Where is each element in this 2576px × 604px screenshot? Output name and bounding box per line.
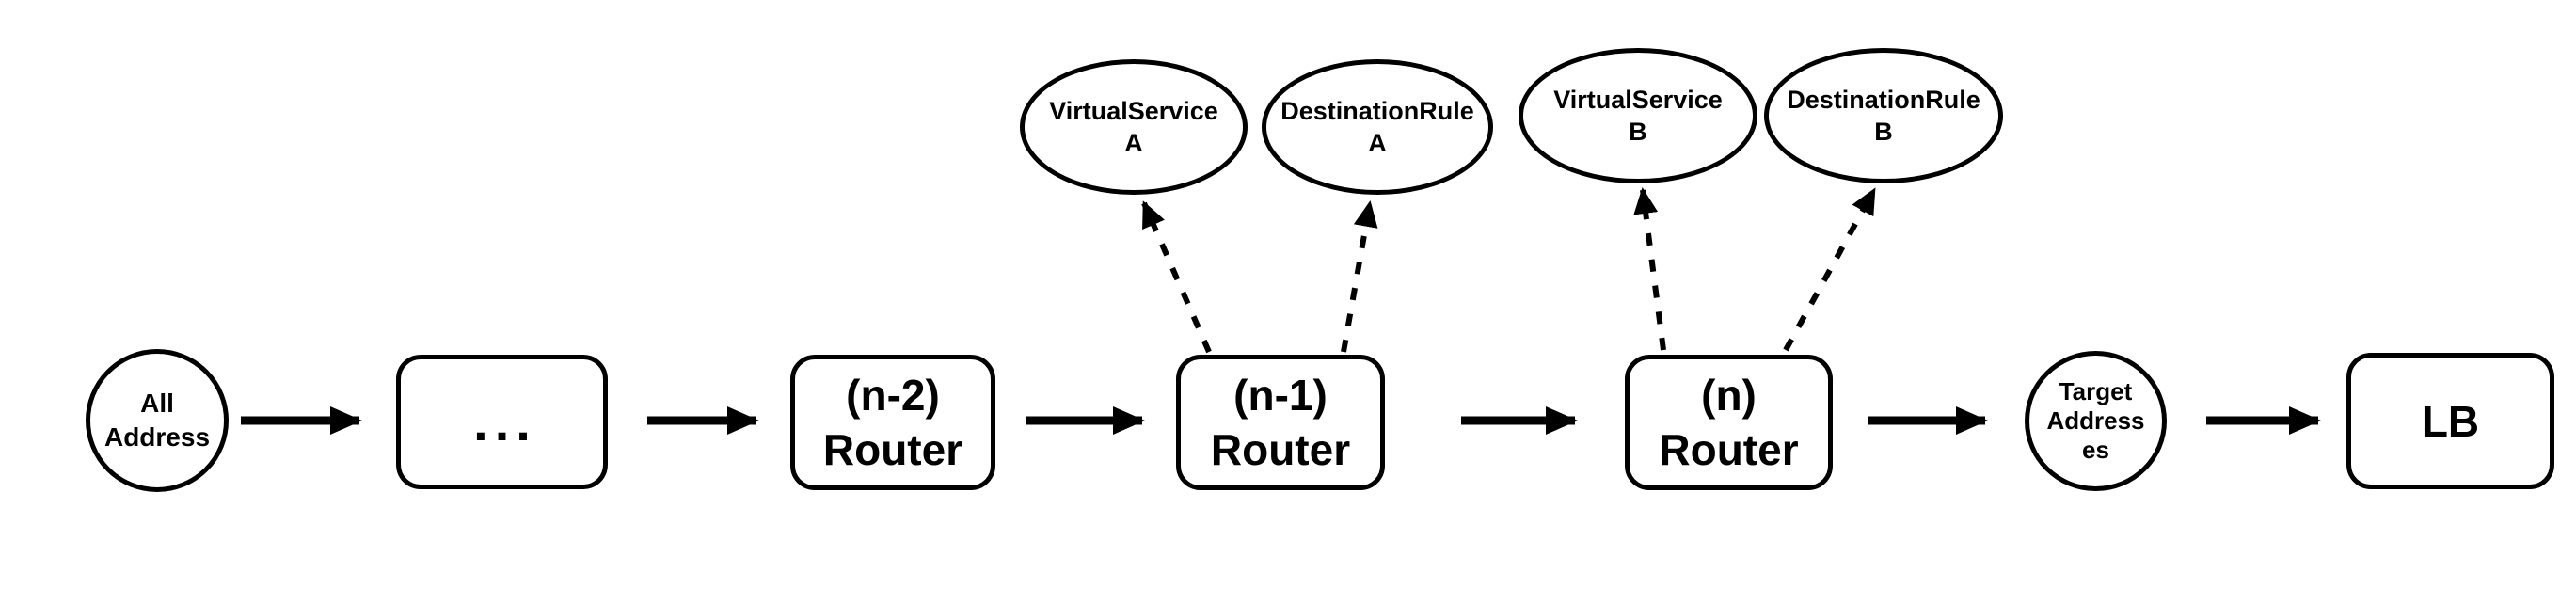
node-router-n-2: (n-2) Router	[790, 355, 995, 490]
dashed-arrow-router-n-to-virtual-service-b	[1633, 187, 1666, 351]
label-router-n-1-line2: Router	[1210, 425, 1351, 474]
label-all-address-line1: All	[140, 389, 174, 418]
label-virtual-service-b-line1: VirtualService	[1553, 86, 1723, 114]
node-virtual-service-b: VirtualService B	[1519, 48, 1757, 183]
node-router-n: (n) Router	[1625, 355, 1833, 490]
label-router-n-2-line1: (n-2)	[846, 371, 940, 420]
label-router-n-line2: Router	[1659, 425, 1799, 474]
label-target-addresses-line1: Target	[2059, 377, 2133, 405]
node-target-addresses: Target Address es	[2025, 351, 2167, 491]
label-target-addresses-line3: es	[2082, 436, 2109, 464]
label-router-n-line1: (n)	[1701, 371, 1757, 420]
label-destination-rule-a-line1: DestinationRule	[1280, 97, 1474, 125]
dashed-arrow-router-n-1-to-virtual-service-a	[1141, 200, 1212, 354]
label-intermediate-routers: ...	[473, 391, 537, 452]
dashed-arrow-router-n-to-destination-rule-b	[1783, 187, 1877, 352]
label-destination-rule-b-line2: B	[1874, 118, 1893, 146]
label-virtual-service-a-line2: A	[1124, 129, 1143, 157]
label-virtual-service-a-line1: VirtualService	[1049, 97, 1218, 125]
node-destination-rule-a: DestinationRule A	[1262, 59, 1493, 195]
label-destination-rule-b-line1: DestinationRule	[1787, 86, 1980, 114]
label-destination-rule-a-line2: A	[1368, 129, 1387, 157]
label-target-addresses-line2: Address	[2046, 406, 2145, 435]
node-all-address: All Address	[86, 349, 229, 492]
label-router-n-1-line1: (n-1)	[1233, 371, 1328, 420]
node-destination-rule-b: DestinationRule B	[1764, 48, 2003, 183]
dashed-arrow-router-n-1-to-destination-rule-a	[1341, 200, 1378, 353]
label-virtual-service-b-line2: B	[1629, 118, 1647, 146]
node-load-balancer: LB	[2346, 353, 2554, 489]
node-router-n-1: (n-1) Router	[1176, 355, 1385, 490]
node-virtual-service-a: VirtualService A	[1020, 59, 1248, 195]
label-router-n-2-line2: Router	[822, 425, 963, 474]
node-intermediate-routers: ...	[396, 355, 608, 489]
label-all-address-line2: Address	[103, 422, 211, 452]
label-load-balancer: LB	[2421, 396, 2480, 446]
